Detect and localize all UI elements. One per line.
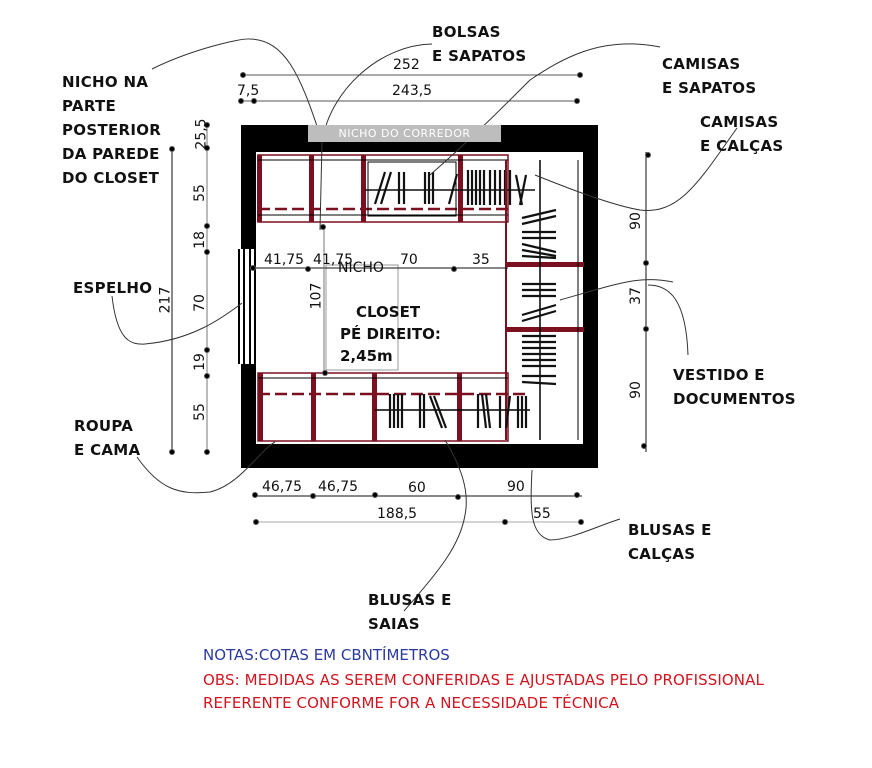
dim-inner-h-4: 35	[472, 252, 490, 268]
dim-top-inner: 243,5	[392, 83, 433, 99]
callout-line: CAMISAS	[700, 113, 779, 131]
dim-right-seg-2: 37	[627, 287, 644, 305]
callout-line: CALÇAS	[628, 545, 696, 563]
dim-inner-h-2: 41,75	[313, 252, 354, 268]
dim-bottom-total: 188,5	[377, 506, 418, 522]
dim-bottom-3: 60	[408, 480, 426, 496]
dim-inner-h-1: 41,75	[264, 252, 305, 268]
nicho-label: NICHO	[338, 260, 384, 276]
callout-line: E CAMA	[74, 441, 141, 459]
callout-line: ROUPA	[74, 417, 134, 435]
callout-line: DOCUMENTOS	[673, 390, 796, 408]
callout-vestido-documentos: VESTIDO E DOCUMENTOS	[673, 363, 796, 411]
callout-camisas-sapatos: CAMISAS E SAPATOS	[662, 52, 756, 100]
dim-left-seg-4: 70	[191, 294, 208, 312]
callout-line: BOLSAS	[432, 23, 501, 41]
ceiling-height-label: PÉ DIREITO:	[340, 325, 441, 343]
dim-top-offset: 7,5	[237, 83, 260, 99]
callout-nicho-posterior: NICHO NA PARTE POSTERIOR DA PAREDE DO CL…	[62, 70, 161, 190]
dim-right-seg-1: 90	[627, 212, 644, 230]
callout-bolsas-sapatos: BOLSAS E SAPATOS	[432, 20, 526, 68]
dim-right-seg-3: 90	[627, 381, 644, 399]
callout-line: E SAPATOS	[662, 79, 757, 97]
dim-bottom-right: 55	[533, 506, 551, 522]
callout-line: SAIAS	[368, 615, 420, 633]
dim-bottom-4: 90	[507, 479, 525, 495]
hangers-top	[365, 170, 535, 206]
callout-line: PARTE	[62, 97, 117, 115]
callout-line: DA PAREDE	[62, 145, 160, 163]
callout-camisas-calcas: CAMISAS E CALÇAS	[700, 110, 783, 158]
callout-line: E SAPATOS	[432, 47, 527, 65]
callout-line: NICHO NA	[62, 73, 149, 91]
nicho-corredor-label: NICHO DO CORREDOR	[308, 125, 501, 142]
top-cabinets	[257, 154, 509, 223]
callout-line: E CALÇAS	[700, 137, 784, 155]
obs-note-line-1: OBS: MEDIDAS AS SEREM CONFERIDAS E AJUST…	[203, 671, 764, 689]
callout-line: CAMISAS	[662, 55, 741, 73]
hangers-bottom	[388, 393, 528, 429]
units-note: NOTAS:COTAS EM CBNTÍMETROS	[203, 646, 450, 664]
dim-bottom-1: 46,75	[262, 479, 303, 495]
dim-left-seg-2: 55	[191, 184, 208, 202]
dim-top-total: 252	[393, 57, 420, 73]
dim-left-seg-1: 25,5	[193, 118, 210, 150]
dim-bottom-2: 46,75	[318, 479, 359, 495]
callout-line: DO CLOSET	[62, 169, 160, 187]
callout-blusas-saias: BLUSAS E SAIAS	[368, 588, 452, 636]
callout-blusas-calcas: BLUSAS E CALÇAS	[628, 518, 712, 566]
obs-note-line-2: REFERENTE CONFORME FOR A NECESSIDADE TÉC…	[203, 694, 620, 712]
callout-espelho: ESPELHO	[73, 276, 152, 300]
dim-inner-v: 107	[308, 282, 325, 310]
dim-left-seg-5: 19	[191, 353, 208, 371]
callout-line: POSTERIOR	[62, 121, 162, 139]
dim-inner-h-3: 70	[400, 252, 418, 268]
callout-line: VESTIDO E	[673, 366, 765, 384]
room-label: CLOSET	[356, 303, 421, 321]
callout-line: BLUSAS E	[628, 521, 712, 539]
callout-line: BLUSAS E	[368, 591, 452, 609]
nicho-outline	[325, 264, 399, 371]
dim-left-seg-6: 55	[191, 403, 208, 421]
callout-line: ESPELHO	[73, 279, 153, 297]
callout-roupa-cama: ROUPA E CAMA	[74, 414, 140, 462]
dim-left-total: 217	[157, 286, 174, 314]
hangers-right	[521, 208, 557, 386]
ceiling-height-value: 2,45m	[340, 347, 393, 365]
dim-left-seg-3: 18	[191, 231, 208, 249]
dimension-lines	[169, 72, 651, 525]
